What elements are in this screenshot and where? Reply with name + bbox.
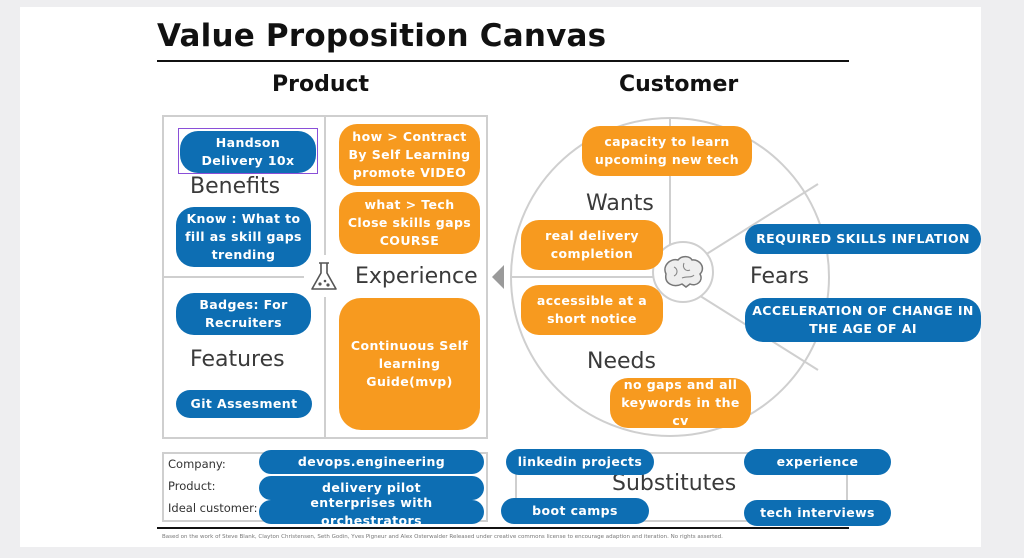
brain-icon [664,255,704,288]
want-pill[interactable]: real delivery completion [521,220,663,270]
product-header: Product [272,72,370,97]
title-divider [157,60,849,62]
substitute-pill[interactable]: boot camps [501,498,649,524]
feature-pill[interactable]: Badges: For Recruiters [176,293,311,335]
experience-pill[interactable]: how > Contract By Self Learning promote … [339,124,480,186]
footer-divider [157,527,849,529]
substitutes-label: Substitutes [612,471,737,496]
flask-icon [304,255,344,297]
substitute-pill[interactable]: experience [744,449,891,475]
footer-attribution: Based on the work of Steve Blank, Clayto… [162,534,723,540]
ideal-customer-pill[interactable]: enterprises with orchestrators [259,495,484,528]
experience-label: Experience [355,264,478,289]
experience-pill[interactable]: what > Tech Close skills gaps COURSE [339,192,480,254]
fear-pill[interactable]: ACCELERATION OF CHANGE IN THE AGE OF AI [745,298,981,342]
selection-outline [178,128,318,174]
product-pill[interactable]: delivery pilot [259,476,484,500]
fears-label: Fears [750,264,809,289]
benefits-label: Benefits [190,174,281,199]
substitutes-box [515,452,848,522]
customer-header: Customer [619,72,739,97]
need-pill[interactable]: accessible at a short notice [521,285,663,335]
experience-pill[interactable]: Continuous Self learning Guide(mvp) [339,298,480,430]
features-label: Features [190,347,285,372]
page-title: Value Proposition Canvas [157,18,607,54]
company-label: Company: [168,457,226,471]
wants-label: Wants [586,191,654,216]
product-square-horizontal-divider [162,276,324,278]
benefit-pill[interactable]: Know : What to fill as skill gaps trendi… [176,207,311,267]
product-label: Product: [168,479,216,493]
need-pill[interactable]: no gaps and all keywords in the cv [610,377,751,428]
company-pill[interactable]: devops.engineering [259,450,484,474]
fear-pill[interactable]: REQUIRED SKILLS INFLATION [745,224,981,254]
benefit-pill[interactable]: Handson Delivery 10x [180,131,316,173]
substitute-pill[interactable]: tech interviews [744,500,891,526]
substitute-pill[interactable]: linkedin projects [506,449,654,475]
arrow-left-icon [492,265,504,289]
ideal-customer-label: Ideal customer: [168,501,258,515]
needs-label: Needs [587,349,656,374]
want-pill[interactable]: capacity to learn upcoming new tech [582,126,752,176]
feature-pill[interactable]: Git Assesment [176,390,312,418]
